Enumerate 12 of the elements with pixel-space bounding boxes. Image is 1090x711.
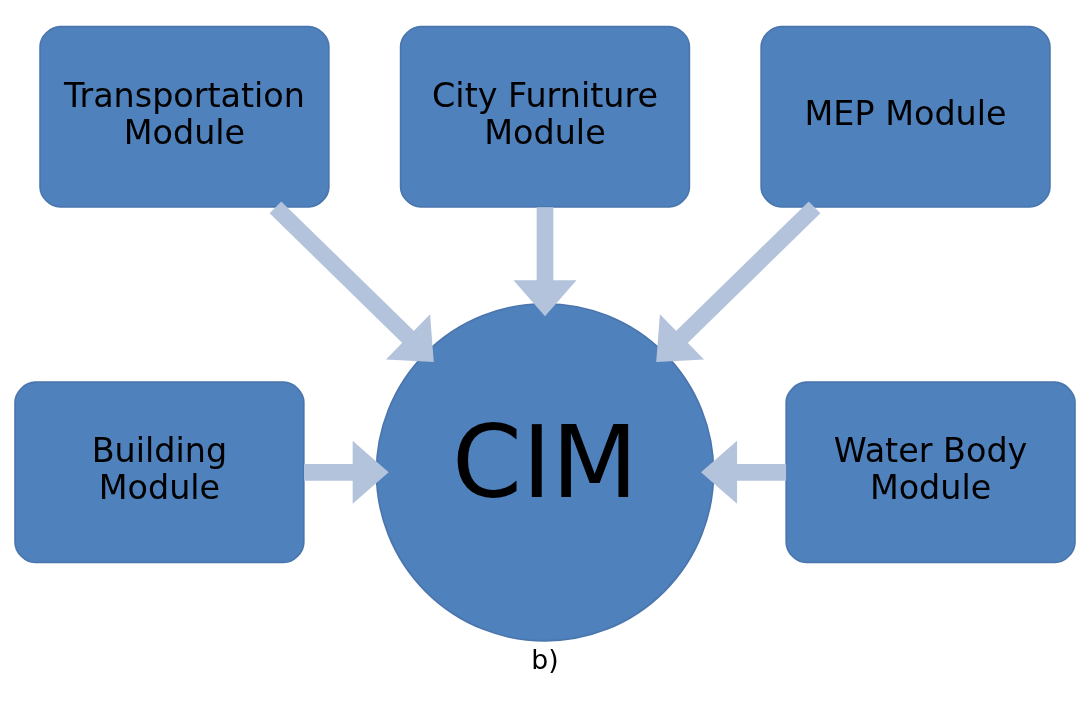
node-box: City Furniture Module bbox=[399, 25, 691, 208]
caption: b) bbox=[531, 643, 559, 675]
arrow bbox=[656, 201, 821, 363]
arrow bbox=[513, 207, 577, 317]
arrow bbox=[304, 440, 389, 504]
node-box: MEP Module bbox=[760, 25, 1051, 208]
node-box: Transportation Module bbox=[39, 25, 330, 208]
arrow bbox=[269, 201, 434, 363]
node-box: Building Module bbox=[14, 381, 305, 564]
node-circle: CIM bbox=[375, 302, 715, 642]
arrow bbox=[701, 440, 787, 504]
node-box: Water Body Module bbox=[785, 381, 1076, 564]
